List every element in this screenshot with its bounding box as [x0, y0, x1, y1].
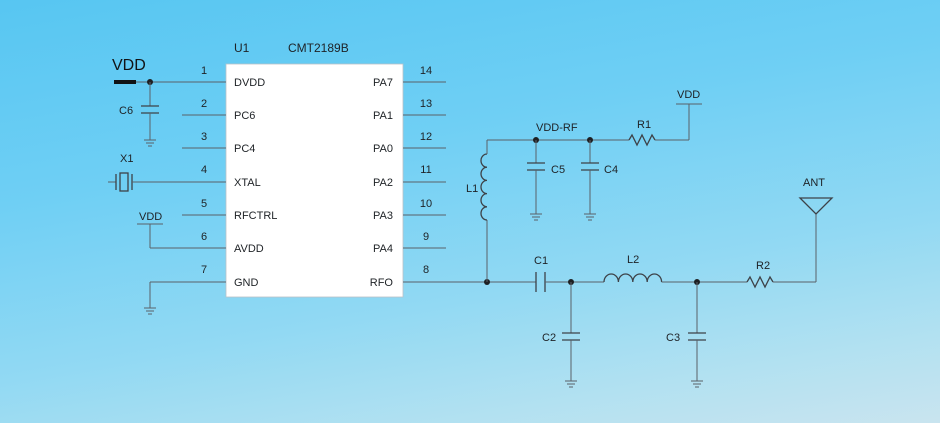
pin-number: 8: [423, 264, 429, 276]
vdd-main-label: VDD: [112, 57, 146, 74]
ground-symbol: [144, 307, 156, 315]
c5-label: C5: [551, 164, 565, 176]
l1-label: L1: [466, 183, 478, 195]
ground-symbol: [565, 380, 577, 388]
chip-part-label: CMT2189B: [288, 41, 349, 55]
pin-number: 1: [201, 65, 207, 77]
chip-ref-label: U1: [234, 41, 250, 55]
left-pin-lines: [182, 81, 226, 283]
ground-symbol: [144, 139, 156, 147]
x1-label: X1: [120, 153, 133, 165]
vdd-avdd-label: VDD: [139, 211, 162, 223]
pin-number: 4: [201, 164, 207, 176]
pin-number: 11: [420, 164, 431, 176]
pin-name: RFCTRL: [234, 210, 277, 222]
resistor-r2: [746, 275, 774, 289]
pin-number: 2: [201, 98, 207, 110]
c4-label: C4: [604, 164, 618, 176]
vdd-r1-label: VDD: [677, 89, 700, 101]
pin-name: PA4: [373, 243, 393, 255]
c2-label: C2: [542, 332, 556, 344]
pin-name: GND: [234, 277, 259, 289]
crystal-x1: [108, 172, 182, 192]
ground-symbol: [530, 213, 542, 221]
c1-label: C1: [534, 255, 548, 267]
resistor-r1: [628, 133, 656, 147]
l2-label: L2: [627, 254, 639, 266]
ground-symbol: [584, 213, 596, 221]
pin-number: 3: [201, 131, 207, 143]
pin-name: PA2: [373, 177, 393, 189]
pin-number: 6: [201, 231, 207, 243]
pin-number: 14: [420, 65, 432, 77]
antenna-icon: [798, 197, 834, 215]
pin-number: 13: [420, 98, 432, 110]
inductor-l1: [480, 153, 488, 221]
right-pin-lines: [403, 81, 446, 283]
inductor-l2: [603, 273, 663, 283]
pin-name: XTAL: [234, 177, 261, 189]
pin-name: PA1: [373, 110, 393, 122]
c3-label: C3: [666, 332, 680, 344]
pin-name: DVDD: [234, 77, 265, 89]
capacitor-c1: [535, 272, 546, 292]
pin-name: AVDD: [234, 243, 264, 255]
pin-number: 5: [201, 198, 207, 210]
vdd-rf-label: VDD-RF: [536, 122, 578, 134]
pin-name: RFO: [370, 277, 394, 289]
r2-label: R2: [756, 260, 770, 272]
ant-label: ANT: [803, 177, 825, 189]
capacitor-c3: [688, 332, 706, 341]
pin-number: 9: [423, 231, 429, 243]
pin-name: PC4: [234, 143, 255, 155]
capacitor-c6: [141, 105, 159, 114]
pin-number: 10: [420, 198, 432, 210]
capacitor-c5: [527, 162, 545, 171]
chip-u1-body: [225, 63, 404, 298]
ground-symbol: [691, 380, 703, 388]
pin-name: PA3: [373, 210, 393, 222]
pin-name: PA0: [373, 143, 393, 155]
pin-name: PA7: [373, 77, 393, 89]
capacitor-c2: [562, 332, 580, 341]
pin-name: PC6: [234, 110, 255, 122]
capacitor-c4: [581, 162, 599, 171]
pin-number: 12: [420, 131, 432, 143]
c6-label: C6: [119, 105, 133, 117]
r1-label: R1: [637, 119, 651, 131]
pin-number: 7: [201, 264, 207, 276]
